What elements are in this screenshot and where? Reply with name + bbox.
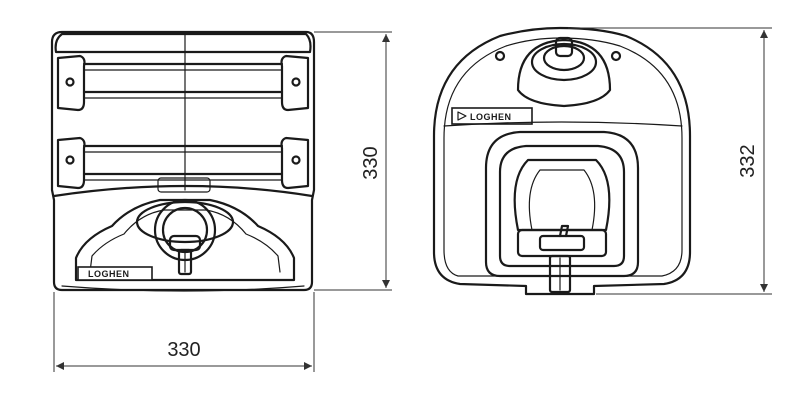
- side-tap-nozzle: [548, 254, 572, 294]
- front-body-outline: [50, 30, 316, 292]
- side-recess-inner: [528, 169, 596, 231]
- front-hole-lr: [291, 155, 301, 165]
- front-hole-ur: [291, 77, 301, 87]
- side-cap-ring: [530, 42, 598, 82]
- side-handle-frame-inner: [498, 144, 626, 268]
- front-base-recess-inner: [89, 209, 281, 273]
- side-body-inner-outline: [443, 37, 683, 277]
- side-tap-housing: [516, 228, 608, 258]
- side-cap-inner: [542, 44, 586, 72]
- side-logo-text: LOGHEN: [470, 112, 512, 122]
- front-base-recess: [74, 198, 296, 282]
- side-logo-plate: [451, 107, 533, 125]
- front-lid: [54, 32, 312, 54]
- side-hole-right: [610, 50, 622, 62]
- side-handle-frame-outer: [484, 130, 640, 278]
- front-height-label: 330: [360, 146, 382, 179]
- side-height-dimension: 332: [568, 27, 772, 295]
- side-cap-knob: [554, 36, 574, 58]
- front-view: LOGHEN: [50, 30, 316, 292]
- front-hole-ul: [65, 77, 75, 87]
- front-handle-upper: [56, 54, 86, 112]
- side-shoulder-line: [443, 121, 683, 127]
- front-height-dimension: 330: [314, 31, 392, 291]
- side-body-outline: [432, 26, 692, 296]
- front-logo-text: LOGHEN: [88, 269, 130, 279]
- side-cap-dome: [516, 38, 612, 108]
- front-hole-ll: [65, 155, 75, 165]
- front-waist: [52, 184, 314, 198]
- front-width-dimension: 330: [53, 292, 315, 372]
- front-handle-upper-right: [280, 54, 310, 112]
- front-cap-bracket: [157, 177, 211, 193]
- front-tap-nozzle: [177, 248, 193, 276]
- side-hole-left: [494, 50, 506, 62]
- side-view: LOGHEN: [432, 26, 692, 296]
- front-spout-collar: [135, 200, 235, 244]
- side-logo-mark: [457, 111, 467, 121]
- side-tap-lever: [558, 224, 570, 238]
- side-recess: [513, 158, 611, 232]
- front-bottom-curve: [61, 285, 305, 292]
- front-width-label: 330: [167, 339, 200, 361]
- side-tap-mount: [538, 234, 586, 252]
- side-height-label: 332: [737, 144, 759, 177]
- front-logo-plate: [77, 266, 153, 281]
